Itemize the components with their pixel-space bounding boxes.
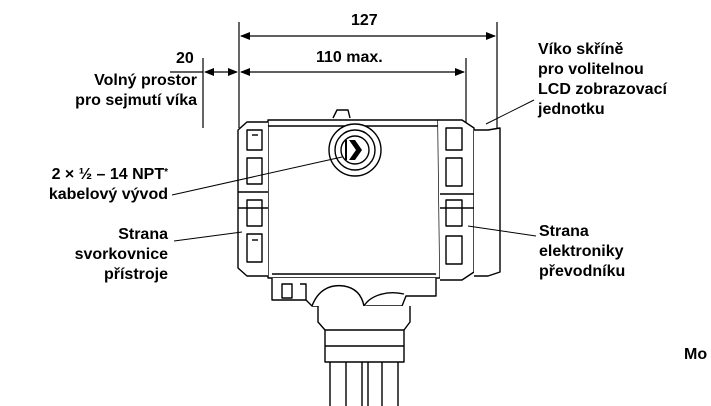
conduit-entry (328, 123, 382, 177)
electronics-side-label: Strana elektroniky převodníku (539, 223, 626, 280)
process-connection (317, 306, 411, 363)
overall-dimension-value: 127 (351, 12, 378, 29)
terminal-side-label: Strana svorkovnice přístroje (74, 226, 168, 283)
cover-label: Víko skříně pro volitelnou LCD zobrazova… (538, 41, 667, 118)
dimension-lines (170, 32, 496, 76)
extension-lines (202, 22, 498, 128)
body-dimension-value: 110 max. (316, 49, 383, 66)
housing (237, 109, 501, 406)
electronics-leader (467, 225, 537, 237)
conduit-label: 2 × ½ – 14 NPT* kabelový vývod (48, 166, 168, 203)
cover-leader (485, 99, 535, 125)
terminal-leader (173, 231, 243, 242)
clearance-label: Volný prostor pro sejmutí víka (75, 72, 197, 109)
cut-off-text: Mo (684, 346, 708, 363)
conduit-leader (171, 156, 343, 196)
clearance-dimension-value: 20 (176, 50, 194, 67)
leader-lines (171, 99, 537, 242)
